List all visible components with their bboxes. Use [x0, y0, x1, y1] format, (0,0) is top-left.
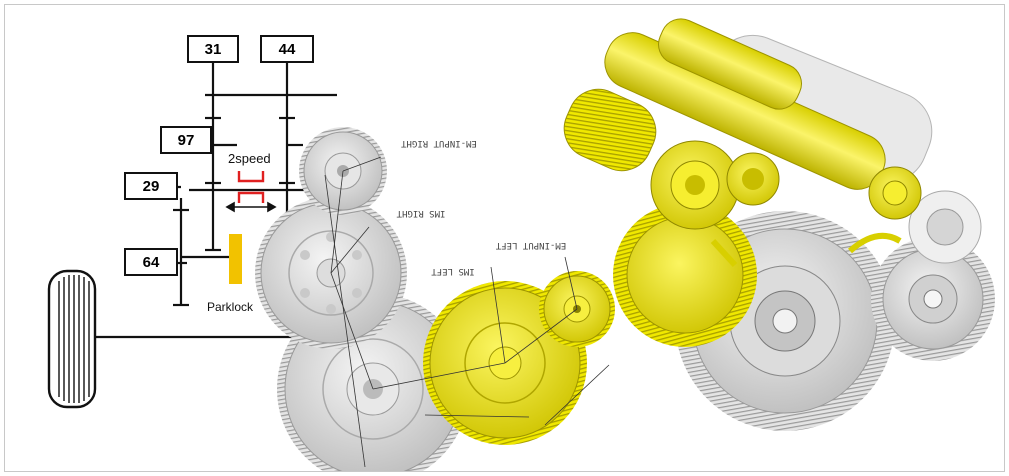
dimension-lines — [324, 156, 610, 468]
gear-44-label: 44 — [279, 41, 296, 58]
speed-label: 2speed — [228, 151, 271, 166]
drivetrain-diagram: 31 44 97 29 64 2speed Parklock — [47, 18, 995, 471]
ims-right-label: IMS RIGHT — [396, 208, 445, 218]
wheel-icon — [47, 269, 97, 409]
gear-29-label: 29 — [143, 178, 160, 195]
em-input-left-label: EM-INPUT LEFT — [495, 240, 566, 250]
gear-44-box: 44 — [260, 35, 314, 63]
ims-left-label: IMS LEFT — [431, 266, 475, 276]
gear-64-box: 64 — [124, 248, 178, 276]
diagram-frame: 31 44 97 29 64 2speed Parklock — [4, 4, 1005, 472]
gear-64-label: 64 — [143, 254, 160, 271]
gear-31-box: 31 — [187, 35, 239, 63]
double-arrow-icon — [225, 201, 277, 213]
gearbox-3d-render — [563, 18, 995, 431]
em-input-right-label: EM-INPUT RIGHT — [400, 138, 476, 148]
parklock-label: Parklock — [207, 300, 254, 314]
gear-31-label: 31 — [205, 41, 222, 58]
gear-29-box: 29 — [124, 172, 178, 200]
shift-sleeve-icon — [237, 171, 265, 203]
parklock-bar — [229, 234, 242, 284]
gear-97-box: 97 — [160, 126, 212, 154]
gear-97-label: 97 — [178, 132, 195, 149]
